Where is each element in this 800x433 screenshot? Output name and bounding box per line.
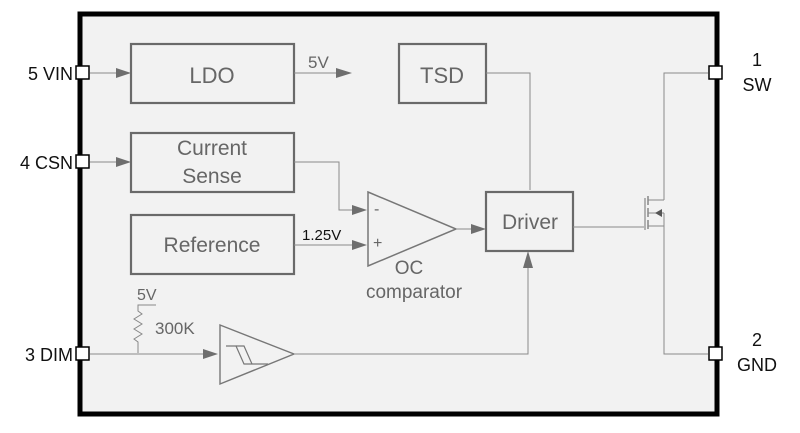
hysteresis-icon	[226, 345, 268, 365]
pullup-supply-label: 5V	[137, 287, 157, 304]
dim-to-driver-wire	[294, 266, 529, 355]
pin-gnd	[708, 346, 723, 361]
reference-voltage-label: 1.25V	[302, 227, 341, 244]
pullup-resistor-symbol	[133, 304, 156, 353]
pullup-resistor-label: 300K	[155, 319, 195, 338]
dim-arrow	[203, 349, 218, 359]
pin-gnd-name: GND	[737, 355, 777, 375]
driver-label: Driver	[502, 211, 558, 234]
pin-csn	[75, 154, 90, 169]
drain-to-sw-wire	[663, 72, 708, 200]
reference-label: Reference	[164, 234, 261, 257]
comparator-plus-sign: +	[373, 235, 382, 252]
driver-input-arrow	[471, 224, 486, 234]
mosfet-symbol	[644, 196, 664, 230]
pin-csn-label: 4 CSN	[20, 153, 73, 173]
tsd-label: TSD	[420, 63, 464, 88]
vin-arrow	[116, 68, 131, 78]
comparator-minus-arrow	[352, 205, 367, 215]
pin-sw-number: 1	[752, 50, 762, 70]
pin-sw	[708, 65, 723, 80]
comparator-label-line2: comparator	[366, 282, 463, 303]
pin-dim	[75, 346, 90, 361]
source-to-gnd-wire	[663, 213, 708, 355]
current-sense-label-line2: Sense	[182, 165, 242, 188]
comparator-label-line1: OC	[395, 258, 424, 279]
sense-to-comparator-wire	[294, 161, 355, 211]
ldo-label: LDO	[189, 63, 234, 88]
ldo-out-arrow	[336, 68, 352, 78]
oc-comparator-symbol	[367, 190, 458, 268]
comparator-plus-arrow	[352, 240, 367, 250]
pin-dim-label: 3 DIM	[25, 345, 73, 365]
pin-vin	[75, 65, 90, 80]
driver-dim-arrow	[523, 251, 533, 268]
comparator-minus-sign: -	[374, 201, 379, 218]
pin-sw-name: SW	[743, 75, 772, 95]
schmitt-trigger-symbol	[219, 323, 296, 386]
pin-vin-label: 5 VIN	[28, 64, 73, 84]
ldo-out-label: 5V	[308, 53, 329, 72]
current-sense-label-line1: Current	[177, 137, 247, 160]
tsd-to-driver-wire	[486, 72, 531, 190]
hysteresis-icon-return	[236, 345, 253, 365]
driver-block	[484, 190, 575, 253]
pin-gnd-number: 2	[752, 330, 762, 350]
csn-arrow	[116, 157, 131, 167]
